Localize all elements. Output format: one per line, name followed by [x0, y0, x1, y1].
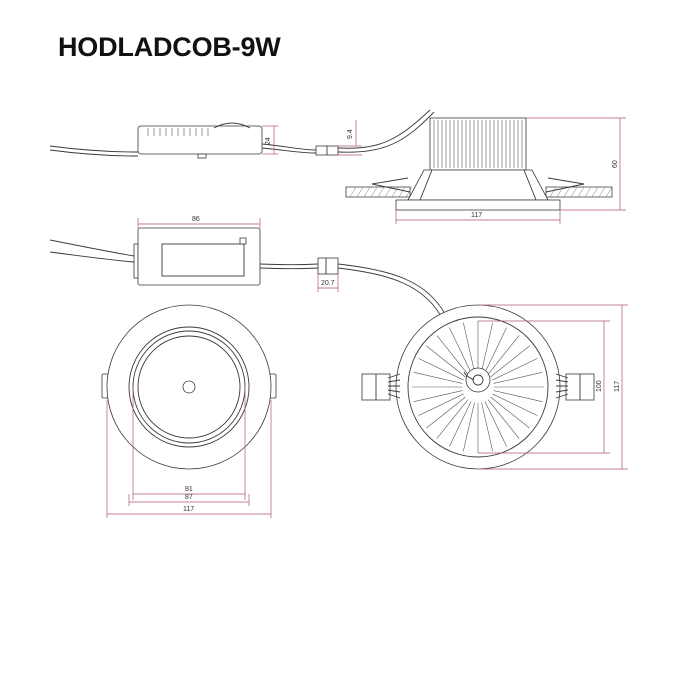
- dimension-lamp-height: 60: [526, 117, 626, 211]
- dimension-driver-length: 86: [137, 216, 261, 228]
- lamp-rear-view: [361, 304, 595, 470]
- dimension-connector-height: 9.4: [338, 120, 362, 156]
- dim-24-label: 24: [265, 137, 272, 145]
- dim-86-label: 86: [192, 216, 200, 223]
- dimension-top-width: 117: [395, 210, 561, 224]
- connector-plug: [317, 257, 339, 275]
- dimension-front-inner: 81: [132, 387, 246, 500]
- dimension-front-outer: 117: [106, 400, 272, 518]
- dim-117-top-label: 117: [471, 212, 482, 219]
- product-title: HODLADCOB-9W: [58, 32, 281, 62]
- dim-117-front-label: 117: [183, 506, 194, 513]
- dimension-connector-length: 20.7: [317, 274, 339, 292]
- dimension-front-mid: 87: [128, 494, 250, 506]
- dim-117-rear-label: 117: [614, 381, 621, 392]
- dim-81-label: 81: [185, 486, 193, 493]
- dim-100-label: 100: [596, 380, 603, 392]
- driver-side-view: [49, 109, 435, 159]
- dim-9-4-label: 9.4: [347, 129, 354, 139]
- dim-60-label: 60: [612, 160, 619, 168]
- lamp-front-view: [101, 304, 277, 470]
- dimension-rear-inner: 100: [478, 320, 610, 454]
- dimension-driver-height: 24: [262, 125, 278, 155]
- dimension-rear-outer: 117: [478, 304, 628, 470]
- dim-20-7-label: 20.7: [321, 280, 335, 287]
- dim-87-label: 87: [185, 494, 193, 501]
- lamp-side-view: [345, 117, 613, 211]
